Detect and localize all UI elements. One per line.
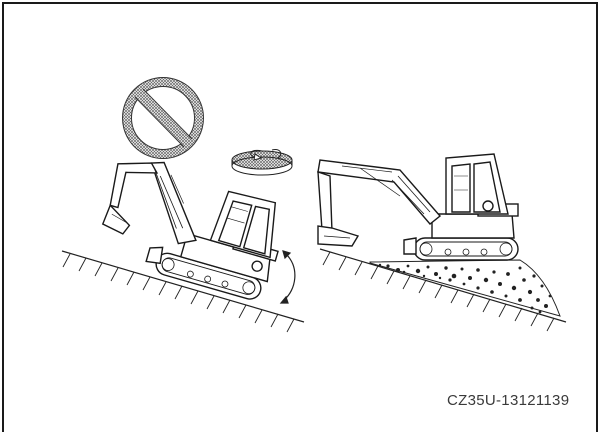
left-excavator xyxy=(92,150,293,303)
right-excavator xyxy=(318,154,518,260)
left-scene-prohibited xyxy=(62,78,304,333)
tilt-arc-arrow-icon xyxy=(281,251,295,303)
rotation-arrow-icon xyxy=(232,150,292,175)
prohibition-circle-icon xyxy=(123,78,204,159)
figure-code: CZ35U-13121139 xyxy=(447,392,597,409)
right-scene-leveled xyxy=(318,154,566,331)
gravel-fill xyxy=(370,260,560,316)
